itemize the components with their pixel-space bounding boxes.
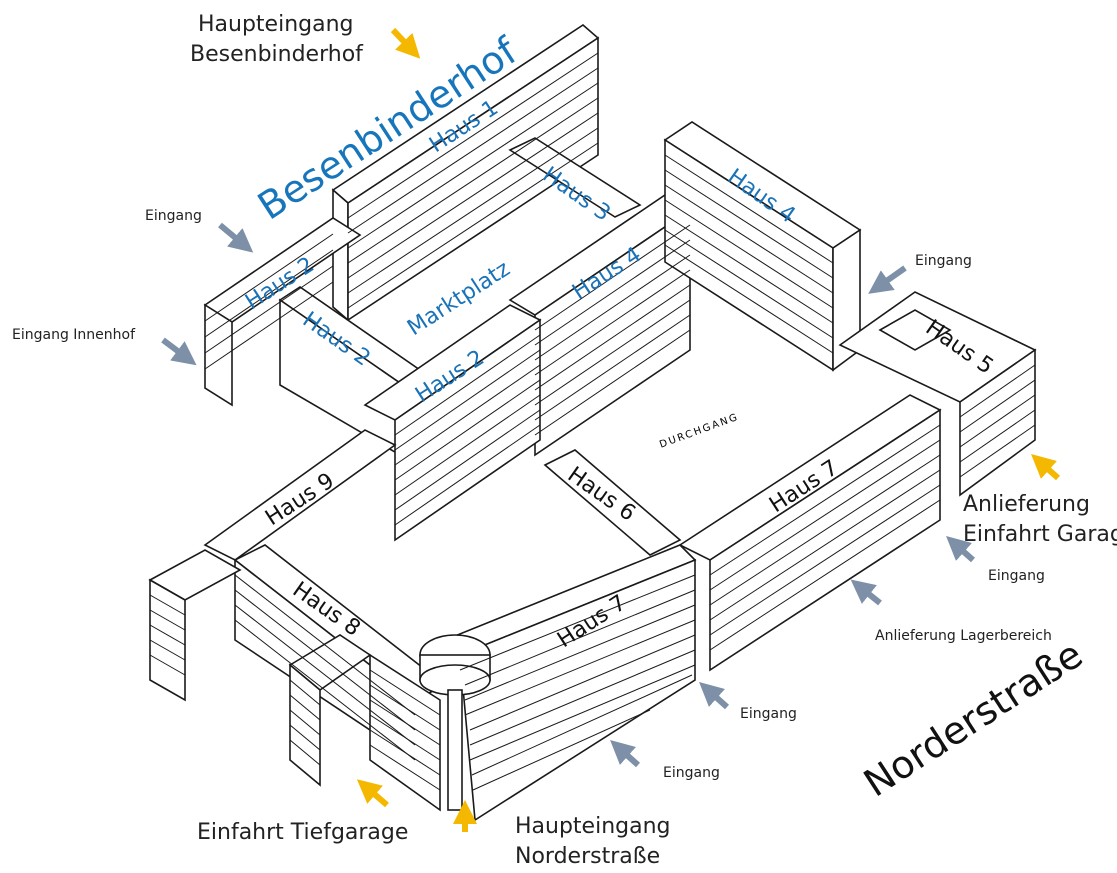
- haupteingang-n-line1: Haupteingang: [515, 814, 671, 839]
- arrow-eingang-innenhof: [161, 337, 197, 366]
- label-anlieferung-lager: Anlieferung Lagerbereich: [875, 628, 1052, 644]
- arrow-eingang-right: [946, 536, 975, 563]
- block-haus7-right: [678, 394, 942, 672]
- block-haus4-right: [663, 121, 862, 372]
- label-einfahrt-tiefgarage: Einfahrt Tiefgarage: [197, 820, 409, 845]
- label-eingang-right: Eingang: [988, 568, 1045, 584]
- label-eingang-haus4: Eingang: [915, 253, 972, 269]
- block-haus9: [203, 429, 397, 561]
- haupteingang-line1: Haupteingang: [198, 12, 354, 37]
- arrow-eingang-bottom: [610, 739, 641, 768]
- haupteingang-norderstrasse-label: Haupteingang Norderstraße: [515, 812, 671, 872]
- label-eingang-bottom: Eingang: [663, 765, 720, 781]
- arrow-anlieferung-garage: [1031, 454, 1060, 481]
- anlieferung-garage-label: Anlieferung Einfahrt Garage: [963, 490, 1117, 550]
- label-eingang-mid: Eingang: [740, 706, 797, 722]
- block-haus3: [508, 137, 642, 218]
- arrow-eingang-mid: [699, 681, 730, 710]
- arrow-anlieferung-lager: [850, 579, 882, 606]
- label-eingang-innenhof: Eingang Innenhof: [12, 327, 136, 343]
- arrow-eingang-haus4: [868, 265, 907, 294]
- block-haus7-front: [443, 544, 697, 822]
- label-eingang-haus2: Eingang: [145, 208, 202, 224]
- block-haus1: [331, 23, 600, 322]
- block-haus5: [838, 291, 1037, 497]
- haupteingang-besenbinderhof-label: Haupteingang Besenbinderhof: [190, 10, 363, 70]
- block-haus2-left: [203, 217, 362, 407]
- anlieferung-line1: Anlieferung: [963, 492, 1090, 517]
- anlieferung-line2: Einfahrt Garage: [963, 522, 1117, 547]
- arrow-haupteingang-besenbinderhof: [390, 27, 421, 59]
- arrow-einfahrt-tiefgarage: [356, 779, 389, 808]
- arrow-eingang-haus2: [218, 222, 254, 253]
- haupteingang-line2: Besenbinderhof: [190, 42, 363, 67]
- haupteingang-n-line2: Norderstraße: [515, 844, 661, 869]
- block-haus6: [543, 449, 682, 556]
